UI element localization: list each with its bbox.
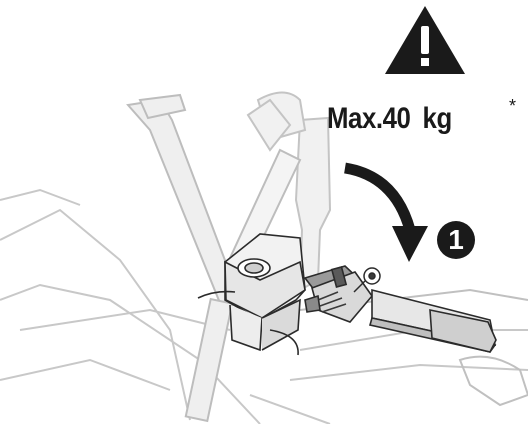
key-icon (353, 267, 381, 293)
ghost-upright-arm (246, 91, 332, 292)
step-number-badge: 1 (437, 221, 475, 259)
rotate-down-arrow-icon (343, 162, 428, 262)
left-clamp-arm (126, 93, 242, 423)
footnote-marker: * (509, 96, 517, 116)
max-load-prefix: Max.40 (327, 102, 411, 135)
max-load-unit: kg (422, 102, 453, 135)
locking-handle (303, 265, 497, 353)
warning-triangle-icon (385, 6, 465, 74)
max-load-label: Max.40 kg (327, 102, 452, 136)
clamp-housing (197, 233, 306, 356)
